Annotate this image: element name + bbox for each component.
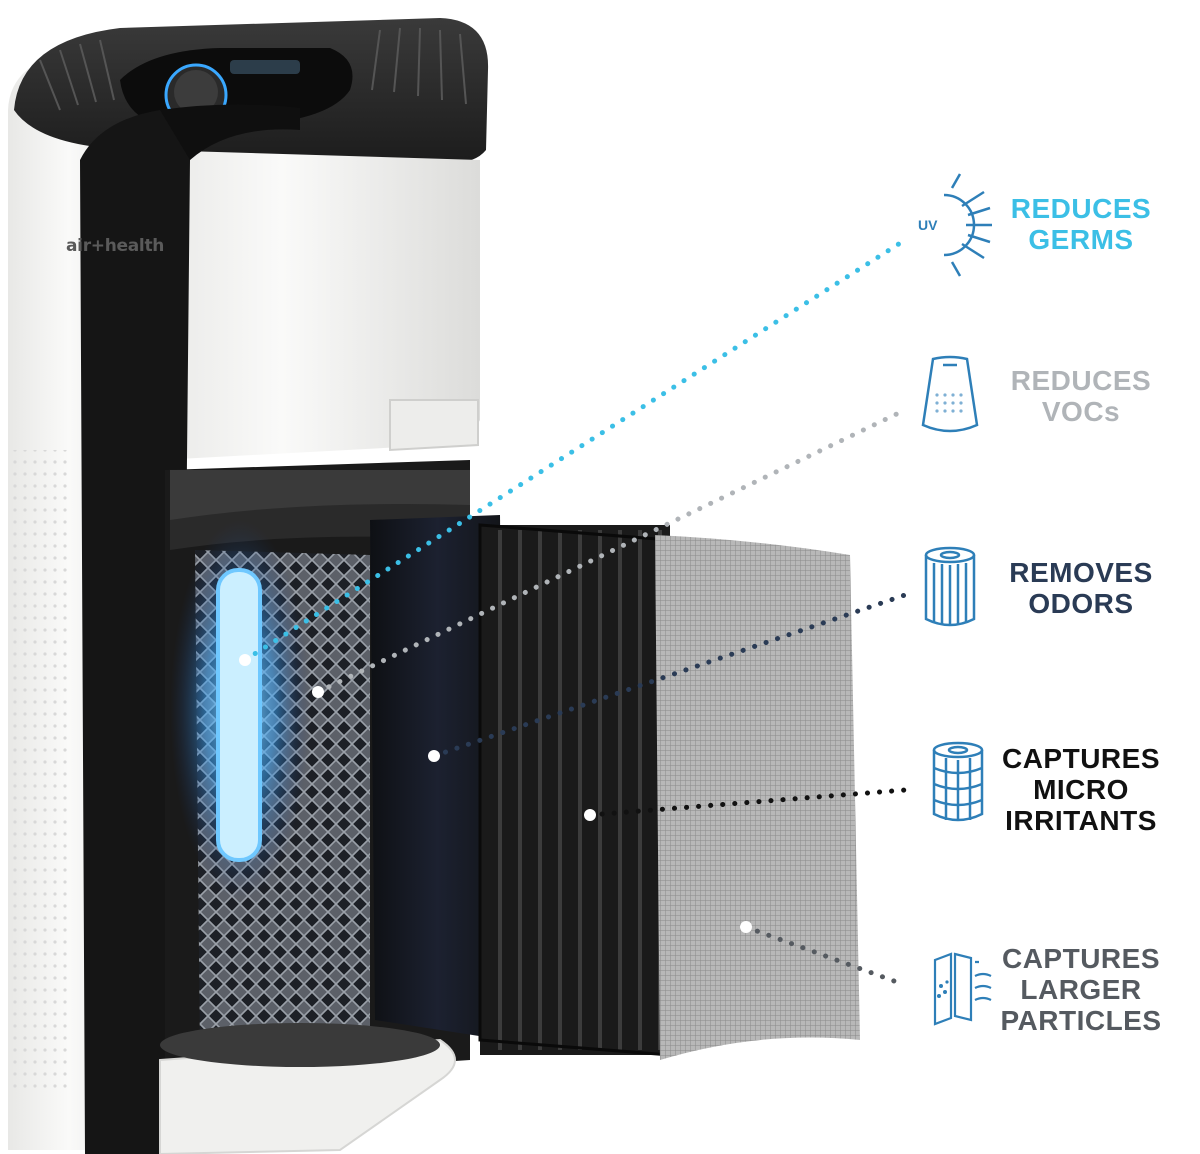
feature-line: PARTICLES xyxy=(1000,1005,1162,1036)
connector-lines xyxy=(242,237,908,988)
feature-line: IRRITANTS xyxy=(1005,805,1157,836)
carbon-filter xyxy=(370,515,505,1040)
feature-line: LARGER xyxy=(1020,974,1142,1005)
feature-line: CAPTURES xyxy=(1001,743,1160,774)
pre-filter-screen xyxy=(655,535,860,1060)
hepa-filter-pleats xyxy=(478,523,672,1057)
uv-lamp xyxy=(216,568,262,862)
uv-sun-icon-label: UV xyxy=(918,217,938,233)
feature-reduces-germs: REDUCES GERMS xyxy=(966,193,1196,255)
connector-dots xyxy=(239,654,752,933)
connector-odors xyxy=(431,592,908,759)
feature-line: MICRO xyxy=(1033,774,1129,805)
feature-captures-larger-particles: CAPTURES LARGER PARTICLES xyxy=(966,943,1196,1036)
hepa-filter-icon xyxy=(932,741,984,822)
purifier-base xyxy=(159,1038,456,1154)
connector-irritants xyxy=(587,787,908,818)
feature-line: CAPTURES xyxy=(1001,943,1160,974)
connector-vocs xyxy=(315,407,908,695)
carbon-filter-icon xyxy=(924,546,976,627)
brand-logo: air+health xyxy=(66,236,165,256)
feature-line: REDUCES xyxy=(1010,193,1152,224)
feature-line: ODORS xyxy=(1028,588,1134,619)
feature-line: REMOVES xyxy=(1009,557,1153,588)
perforated-side xyxy=(8,450,68,1090)
smart-speaker-icon xyxy=(921,355,979,433)
feature-removes-odors: REMOVES ODORS xyxy=(966,557,1196,619)
connector-germs xyxy=(242,237,908,663)
uv-sun-icon: UV xyxy=(918,173,992,277)
upper-housing xyxy=(150,150,480,460)
connector-particles xyxy=(743,924,908,988)
feature-line: GERMS xyxy=(1028,224,1134,255)
feature-line: VOCs xyxy=(1041,396,1121,427)
feature-reduces-vocs: REDUCES VOCs xyxy=(966,365,1196,427)
feature-captures-micro-irritants: CAPTURES MICRO IRRITANTS xyxy=(966,743,1196,836)
pre-filter-icon xyxy=(933,952,992,1026)
feature-line: REDUCES xyxy=(1010,365,1152,396)
grille-slats xyxy=(39,27,467,111)
